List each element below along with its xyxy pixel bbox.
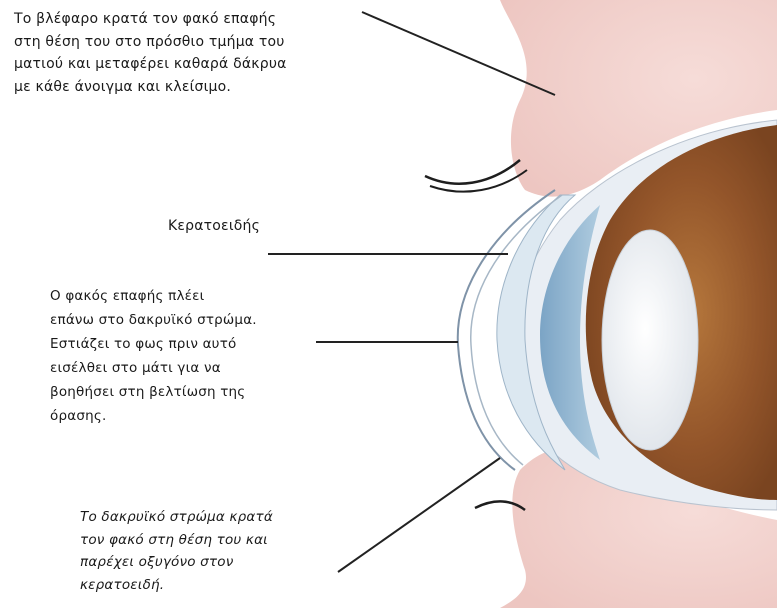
- tear-film-caption: Το δακρυϊκό στρώμα κρατά τον φακό στη θέ…: [80, 506, 273, 596]
- contact-lens-caption-line: επάνω στο δακρυϊκό στρώμα.: [50, 308, 257, 332]
- eyelid-caption-line: με κάθε άνοιγμα και κλείσιμο.: [14, 76, 287, 99]
- contact-lens-caption-line: όρασης.: [50, 404, 257, 428]
- tear-film-caption-line: τον φακό στη θέση του και: [80, 529, 273, 552]
- contact-lens-caption-line: Ο φακός επαφής πλέει: [50, 284, 257, 308]
- contact-lens-caption: Ο φακός επαφής πλέει επάνω στο δακρυϊκό …: [50, 284, 257, 428]
- contact-lens-caption-line: βοηθήσει στη βελτίωση της: [50, 380, 257, 404]
- tear-film-caption-line: παρέχει οξυγόνο στον: [80, 551, 273, 574]
- leader-tear-film: [338, 458, 500, 572]
- eyelid-caption-line: στη θέση του στο πρόσθιο τμήμα του: [14, 31, 287, 54]
- eyelid-caption-line: ματιού και μεταφέρει καθαρά δάκρυα: [14, 53, 287, 76]
- upper-eyelash: [425, 160, 520, 184]
- eyelid-caption-line: Το βλέφαρο κρατά τον φακό επαφής: [14, 8, 287, 31]
- tear-film-caption-line: κερατοειδή.: [80, 574, 273, 597]
- tear-film-caption-line: Το δακρυϊκό στρώμα κρατά: [80, 506, 273, 529]
- contact-lens-caption-line: εισέλθει στο μάτι για να: [50, 356, 257, 380]
- eyelid-caption: Το βλέφαρο κρατά τον φακό επαφής στη θέσ…: [14, 8, 287, 98]
- contact-lens-caption-line: Εστιάζει το φως πριν αυτό: [50, 332, 257, 356]
- cornea-label: Κερατοειδής: [168, 214, 260, 238]
- crystalline-lens: [602, 230, 698, 450]
